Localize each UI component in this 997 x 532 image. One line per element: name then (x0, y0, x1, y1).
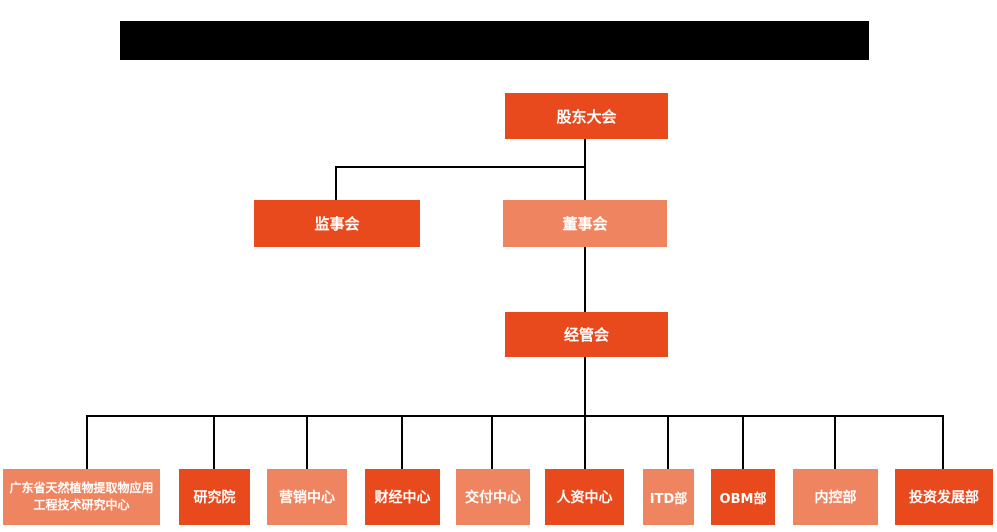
org-node-supervisory-board: 监事会 (254, 200, 420, 247)
redacted-title-block (120, 21, 869, 60)
connector-line (942, 415, 944, 469)
org-node-management-committee: 经管会 (505, 312, 668, 357)
org-node-itd-department: ITD部 (643, 469, 694, 525)
connector-line (401, 415, 403, 469)
org-node-research-institute: 研究院 (179, 469, 250, 525)
connector-line (834, 415, 836, 469)
connector-line (86, 415, 944, 417)
connector-line (742, 415, 744, 469)
org-node-finance-center: 财经中心 (365, 469, 440, 525)
org-node-shareholders-meeting: 股东大会 (505, 93, 668, 139)
connector-line (213, 415, 215, 469)
org-node-obm-department: OBM部 (711, 469, 775, 525)
connector-line (584, 247, 586, 312)
connector-line (491, 415, 493, 469)
org-node-investment-development-department: 投资发展部 (895, 469, 993, 525)
org-node-internal-control-department: 内控部 (793, 469, 878, 525)
connector-line (667, 415, 669, 469)
org-node-hr-center: 人资中心 (545, 469, 624, 525)
org-node-board-of-directors: 董事会 (503, 200, 667, 247)
org-node-marketing-center: 营销中心 (267, 469, 347, 525)
org-node-delivery-center: 交付中心 (456, 469, 530, 525)
org-node-guangdong-research-center: 广东省天然植物提取物应用工程技术研究中心 (3, 469, 160, 525)
connector-line (335, 166, 586, 168)
connector-line (584, 166, 586, 200)
connector-line (86, 415, 88, 469)
connector-line (584, 139, 586, 168)
connector-line (335, 166, 337, 200)
connector-line (306, 415, 308, 469)
connector-line (584, 357, 586, 469)
